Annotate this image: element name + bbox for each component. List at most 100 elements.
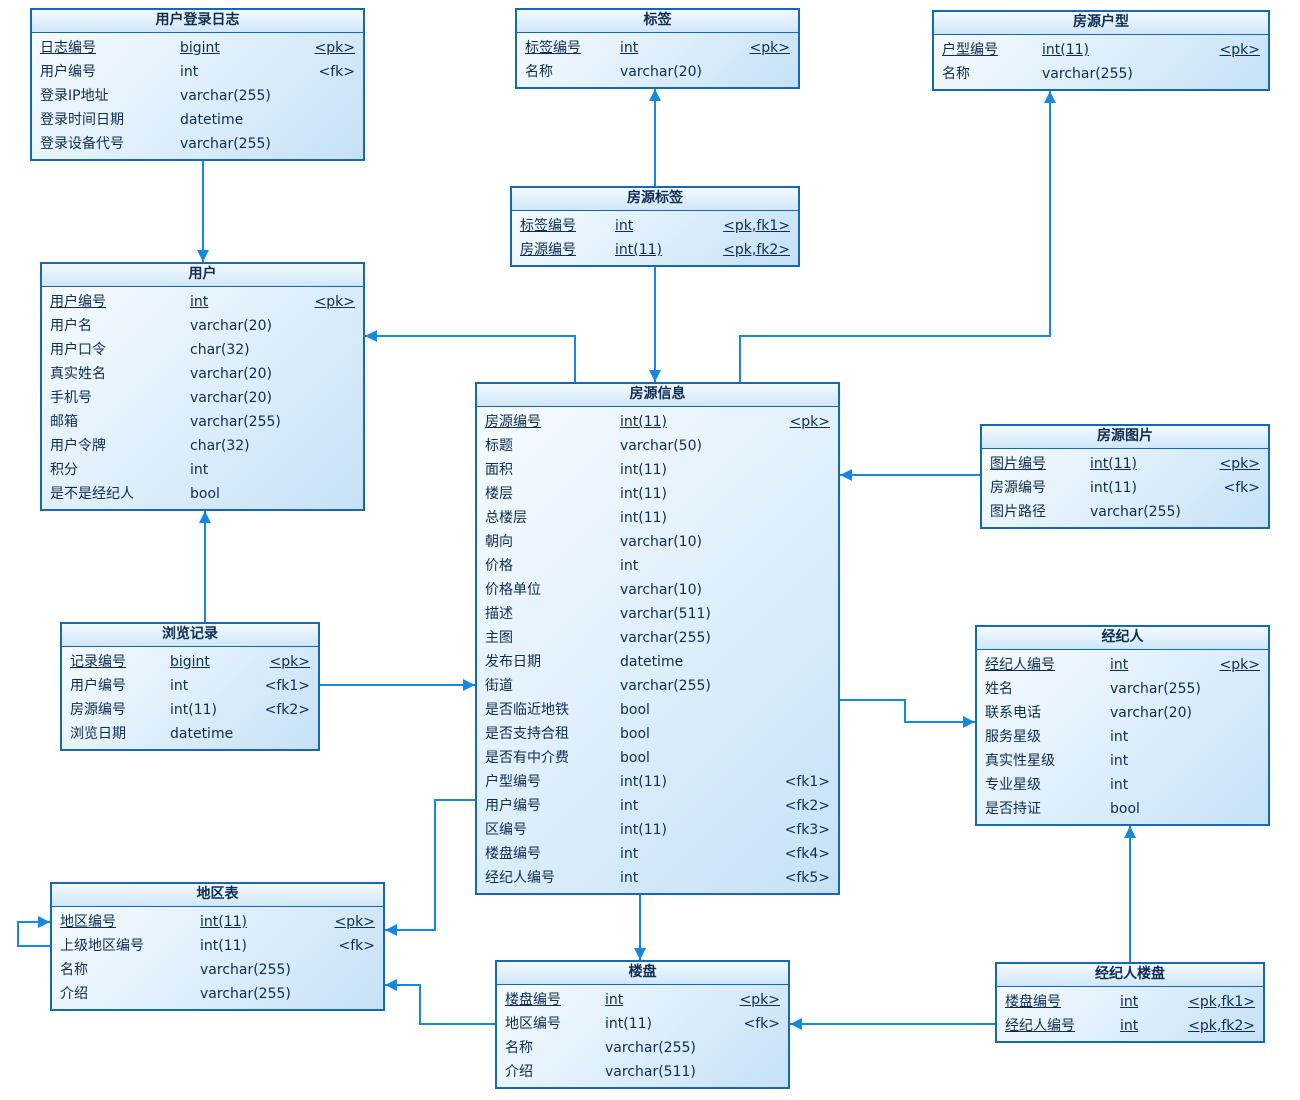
column-type: int(11): [1042, 42, 1089, 58]
column-key: [820, 626, 830, 650]
connector-house-info-to-house-type[interactable]: [739, 91, 1056, 400]
column-name: 楼盘编号: [1005, 994, 1061, 1010]
column-key: [1250, 500, 1260, 524]
column-name: 发布日期: [485, 654, 541, 670]
entity-title-tag: 标签: [517, 10, 798, 33]
connector-house-info-to-agent[interactable]: [820, 699, 975, 728]
column-name: 名称: [505, 1040, 533, 1056]
column-key: <fk2>: [264, 702, 310, 718]
column-name: 户型编号: [485, 774, 541, 790]
column-name: 价格: [485, 558, 513, 574]
column-key: [345, 108, 355, 132]
connector-house-info-to-region[interactable]: [385, 799, 490, 936]
column-type: int: [620, 40, 639, 56]
column-type: int(11): [1090, 480, 1137, 496]
column-key: [770, 1036, 780, 1060]
column-name: 日志编号: [40, 40, 96, 56]
column-type: bigint: [170, 654, 210, 670]
column-key: <pk>: [314, 40, 355, 56]
column-key: <pk>: [1219, 42, 1260, 58]
column-key: <pk>: [789, 414, 830, 430]
connector-house-info-to-user[interactable]: [365, 330, 576, 400]
column-name: 主图: [485, 630, 513, 646]
column-type: int: [190, 294, 209, 310]
column-key: <pk>: [1219, 456, 1260, 472]
column-key: [820, 602, 830, 626]
column-key: [820, 746, 830, 770]
column-type: int: [620, 846, 639, 862]
column-key: <pk,fk2>: [723, 242, 790, 258]
column-name: 房源编号: [485, 414, 541, 430]
entity-title-agent: 经纪人: [977, 627, 1268, 650]
column-key: [820, 578, 830, 602]
column-type: varchar(20): [1110, 705, 1192, 721]
column-type: int(11): [620, 462, 667, 478]
column-key: <pk>: [739, 992, 780, 1008]
column-type: int: [1120, 1018, 1139, 1034]
column-name: 房源编号: [520, 242, 576, 258]
column-type: int: [190, 462, 209, 478]
column-key: [1250, 773, 1260, 797]
column-name: 地区编号: [505, 1016, 561, 1032]
column-key: <pk>: [269, 654, 310, 670]
column-key: [770, 1060, 780, 1084]
connector-region-self-reference[interactable]: [17, 916, 52, 947]
column-name: 介绍: [505, 1064, 533, 1080]
column-name: 标签编号: [525, 40, 581, 56]
column-name: 是否支持合租: [485, 726, 569, 742]
column-name: 登录时间日期: [40, 112, 124, 128]
column-type: varchar(255): [1090, 504, 1181, 520]
column-name: 总楼层: [485, 510, 527, 526]
column-name: 朝向: [485, 534, 513, 550]
column-name: 登录设备代号: [40, 136, 124, 152]
connector-estate-to-region[interactable]: [385, 979, 510, 1025]
column-key: <fk2>: [784, 798, 830, 814]
column-name: 名称: [942, 66, 970, 82]
entity-title-estate: 楼盘: [497, 962, 788, 985]
column-name: 用户令牌: [50, 438, 106, 454]
column-type: int(11): [200, 914, 247, 930]
column-name: 经纪人编号: [485, 870, 555, 886]
column-type: char(32): [190, 342, 250, 358]
entity-title-region: 地区表: [52, 884, 383, 907]
column-name: 用户编号: [485, 798, 541, 814]
column-name: 房源编号: [990, 480, 1046, 496]
column-type: int(11): [620, 822, 667, 838]
